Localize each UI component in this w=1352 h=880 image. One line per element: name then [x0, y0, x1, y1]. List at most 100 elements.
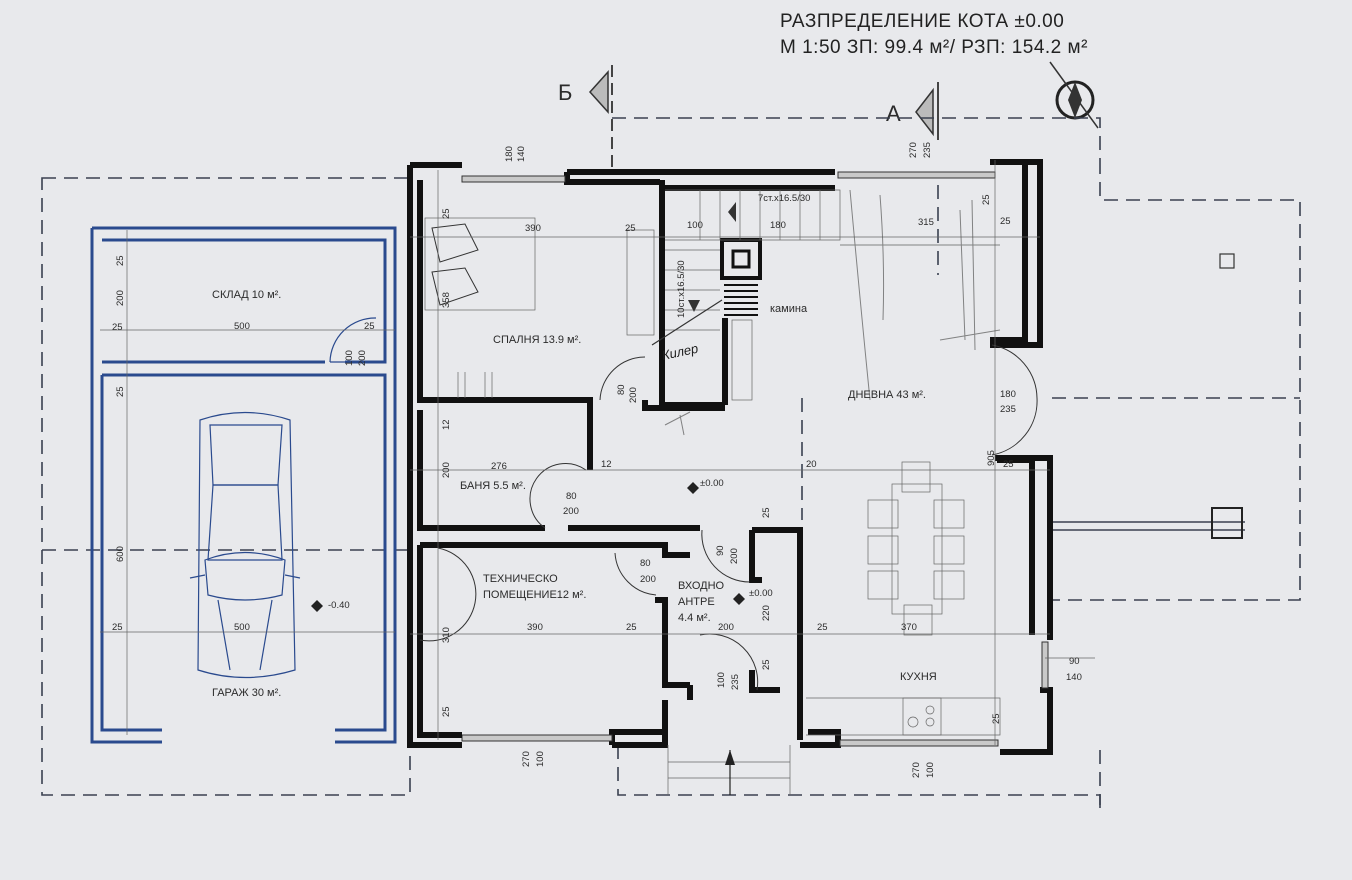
car-icon — [189, 411, 301, 679]
dim: 90 — [1069, 656, 1080, 667]
roof-outline — [41, 117, 1301, 808]
dimension-lines — [410, 160, 1095, 745]
plan-title: РАЗПРЕДЕЛЕНИЕ КОТА ±0.00 — [780, 11, 1064, 32]
dim: 25 — [1000, 216, 1011, 227]
dim: 270 — [521, 751, 532, 767]
section-b-label: Б — [558, 80, 572, 105]
dim: 80 — [616, 384, 627, 395]
section-a-label: А — [886, 101, 901, 126]
dim: 100 — [925, 762, 936, 778]
entrance-steps — [667, 745, 791, 795]
dim: 200 — [441, 462, 452, 478]
dim: 90 — [715, 545, 726, 556]
dim: 235 — [922, 142, 933, 158]
furniture — [424, 217, 1001, 736]
dim: 220 — [761, 605, 772, 621]
dim: 140 — [516, 146, 527, 162]
dim: 370 — [901, 622, 917, 633]
room-technical-2: ПОМЕЩЕНИЕ12 м². — [483, 589, 586, 601]
stove-icon — [902, 697, 942, 736]
dimension-numbers: 180 140 270 235 25 390 358 25 100 180 31… — [112, 142, 1082, 778]
dim: 12 — [441, 419, 452, 430]
room-entry-3: 4.4 м². — [678, 612, 711, 624]
dim: 20 — [806, 459, 817, 470]
stairs-upper-label: 7ст.х16.5/30 — [758, 193, 810, 204]
dim: 200 — [640, 574, 656, 585]
dim: 390 — [525, 223, 541, 234]
dim: 140 — [1066, 672, 1082, 683]
dim: 25 — [625, 223, 636, 234]
room-garage: ГАРАЖ 30 м². — [212, 687, 281, 699]
dim: 80 — [566, 491, 577, 502]
dim: 100 — [716, 672, 727, 688]
dim: 200 — [729, 548, 740, 564]
room-kitchen: КУХНЯ — [900, 671, 937, 683]
dim: 200 — [115, 290, 126, 306]
dim: 180 — [504, 146, 515, 162]
dim: 180 — [1000, 389, 1016, 400]
dim: 200 — [628, 387, 639, 403]
level-marker-icon — [311, 482, 745, 612]
pencil-sketch — [664, 189, 1001, 436]
dim: 500 — [234, 321, 250, 332]
dim: 25 — [112, 322, 123, 333]
dim: 235 — [730, 674, 741, 690]
level-garage: -0.40 — [328, 600, 350, 611]
dim: 315 — [918, 217, 934, 228]
dim: 200 — [357, 350, 368, 366]
room-entry-1: ВХОДНО — [678, 580, 725, 592]
dim: 25 — [1003, 459, 1014, 470]
dim: 390 — [527, 622, 543, 633]
bed-icon — [424, 217, 536, 311]
room-storage: СКЛАД 10 м². — [212, 289, 281, 301]
dim: 200 — [718, 622, 734, 633]
dim: 235 — [1000, 404, 1016, 415]
dim: 12 — [601, 459, 612, 470]
room-technical-1: ТЕХНИЧЕСКО — [483, 573, 558, 585]
dim: 25 — [817, 622, 828, 633]
room-living: ДНЕВНА 43 м². — [848, 389, 926, 401]
dim: 25 — [761, 507, 772, 518]
level-hall: ±0.00 — [700, 478, 724, 489]
dim: 600 — [115, 546, 126, 562]
plan-scale-area: М 1:50 ЗП: 99.4 м²/ РЗП: 154.2 м² — [780, 37, 1088, 58]
entry-arrow-icon — [725, 750, 735, 765]
dim: 180 — [770, 220, 786, 231]
dim: 25 — [981, 194, 992, 205]
dim: 358 — [441, 292, 452, 308]
dim: 276 — [491, 461, 507, 472]
room-entry-2: АНТРЕ — [678, 596, 715, 608]
dim: 80 — [640, 558, 651, 569]
staircase — [651, 189, 841, 346]
dining-table-icon — [891, 483, 943, 615]
fireplace-label: камина — [770, 303, 808, 315]
dim: 25 — [112, 622, 123, 633]
dim: 100 — [344, 350, 355, 366]
dim: 25 — [364, 321, 375, 332]
dim: 500 — [234, 622, 250, 633]
dim: 25 — [991, 713, 1002, 724]
dim: 100 — [687, 220, 703, 231]
house-walls — [407, 159, 1053, 755]
dim: 25 — [626, 622, 637, 633]
dim: 25 — [441, 208, 452, 219]
dim: 25 — [441, 706, 452, 717]
garage-block — [90, 226, 397, 744]
doors — [419, 344, 1038, 691]
dim: 25 — [761, 659, 772, 670]
stairs-lower-label: 10ст.х16.5/30 — [676, 260, 687, 318]
room-bath: БАНЯ 5.5 м². — [460, 480, 526, 492]
dim: 270 — [908, 142, 919, 158]
dim: 905 — [986, 450, 997, 466]
dim: 100 — [535, 751, 546, 767]
dim: 25 — [115, 386, 126, 397]
dim: 270 — [911, 762, 922, 778]
level-entry: ±0.00 — [749, 588, 773, 599]
dim: 200 — [563, 506, 579, 517]
room-bedroom: СПАЛНЯ 13.9 м². — [493, 334, 581, 346]
section-marker-a: А — [886, 82, 939, 140]
section-marker-b: Б — [558, 65, 613, 170]
handwritten-closet-note: Килер — [661, 341, 700, 363]
